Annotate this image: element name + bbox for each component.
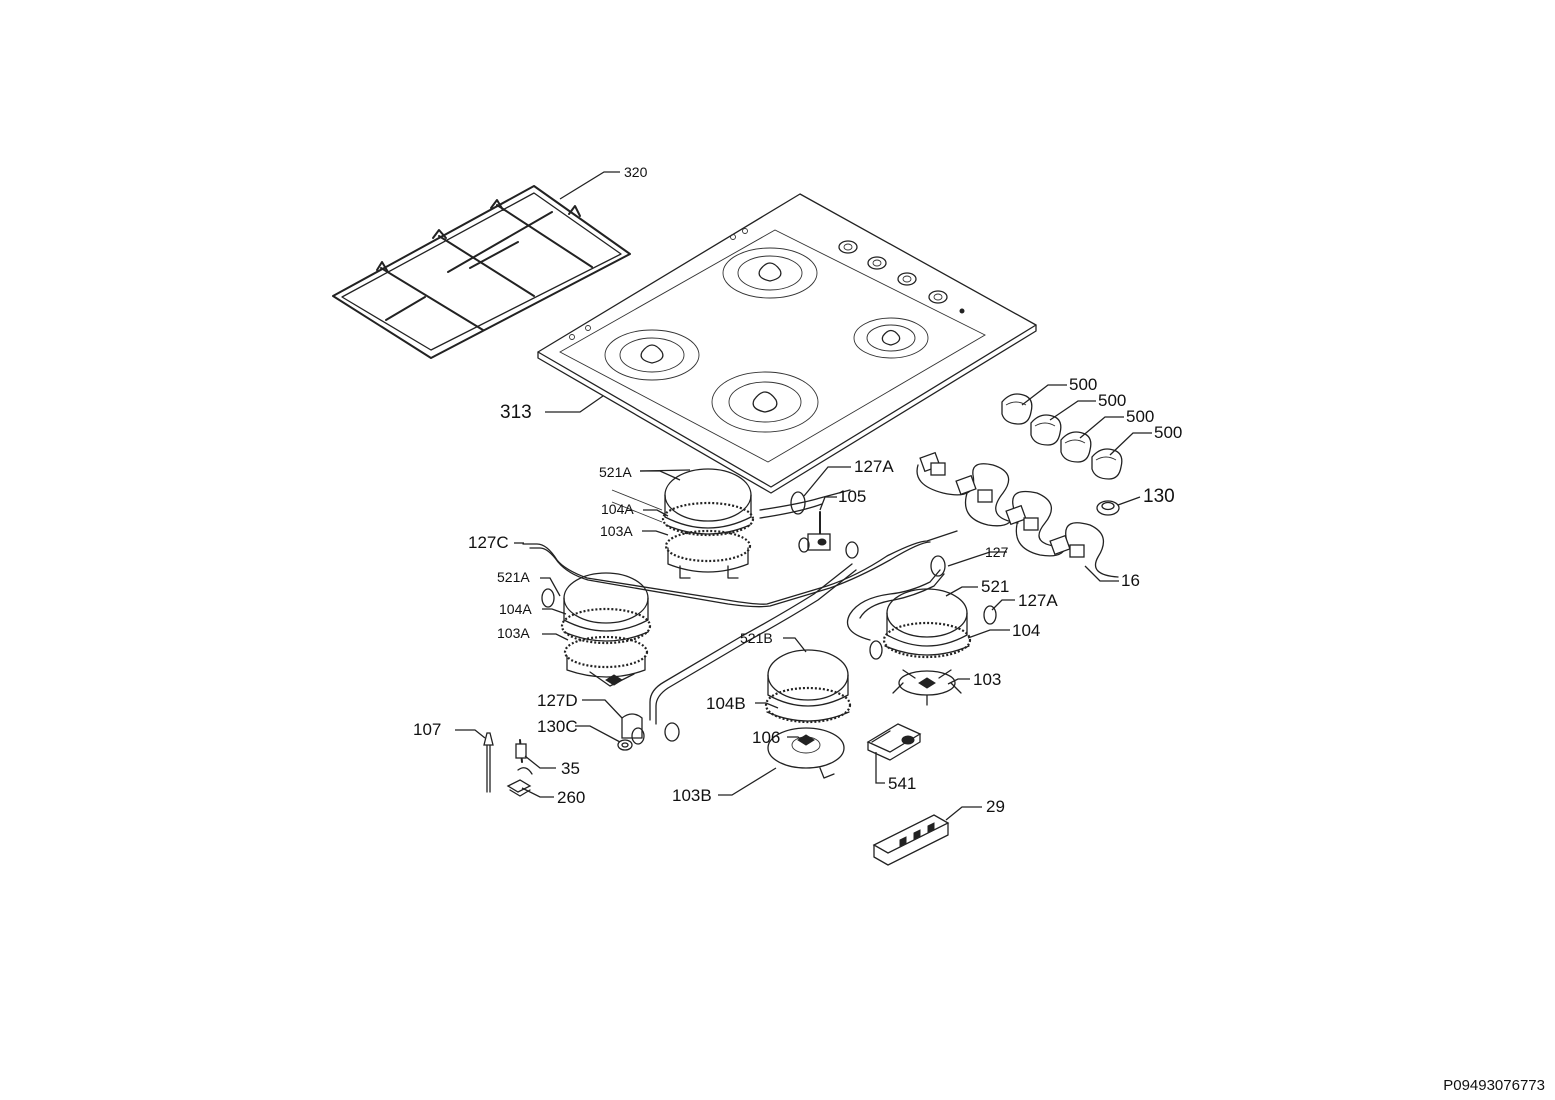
callout-127c: 127C — [468, 533, 509, 552]
callout-500-knob-2: 500 — [1098, 391, 1126, 410]
callout-29: 29 — [986, 797, 1005, 816]
callout-521a-front: 521A — [497, 569, 530, 585]
callout-104a-front: 104A — [499, 601, 532, 617]
callout-labels: 320 313 500 500 500 500 130 16 521A 104A… — [413, 164, 1182, 816]
callout-521: 521 — [981, 577, 1009, 596]
callout-130c: 130C — [537, 717, 578, 736]
callout-500-knob-4: 500 — [1154, 423, 1182, 442]
clip-260 — [506, 779, 532, 797]
ignition-generator-29 — [872, 814, 950, 866]
callout-127a-rear: 127A — [854, 457, 894, 476]
callout-127a-right: 127A — [1018, 591, 1058, 610]
callout-104b: 104B — [706, 694, 746, 713]
gas-valve-105 — [798, 511, 831, 553]
pan-support-grid — [332, 185, 631, 359]
callout-107: 107 — [413, 720, 441, 739]
spark-switch-541 — [866, 723, 922, 761]
callout-104: 104 — [1012, 621, 1040, 640]
burner-assembly-b — [764, 649, 852, 779]
callout-127: 127 — [985, 544, 1009, 560]
callout-35: 35 — [561, 759, 580, 778]
callout-260: 260 — [557, 788, 585, 807]
gas-pipes — [522, 489, 997, 742]
callout-104a-rear: 104A — [601, 501, 634, 517]
bushing-130 — [1096, 500, 1120, 516]
elbow-fitting-127d — [617, 713, 645, 751]
callout-500-knob-3: 500 — [1126, 407, 1154, 426]
callout-103a-front: 103A — [497, 625, 530, 641]
burner-assembly-a-front — [560, 572, 652, 687]
ignition-electrode-35 — [515, 739, 533, 775]
callout-127d: 127D — [537, 691, 578, 710]
thermocouple-harness — [916, 451, 1119, 578]
callout-541: 541 — [888, 774, 916, 793]
callout-320: 320 — [624, 164, 648, 180]
callout-106: 106 — [752, 728, 780, 747]
callout-103: 103 — [973, 670, 1001, 689]
callout-521a-rear: 521A — [599, 464, 632, 480]
callout-16: 16 — [1121, 571, 1140, 590]
callout-105: 105 — [838, 487, 866, 506]
burner-assembly-a-rear — [611, 468, 755, 579]
thermocouple-107 — [483, 732, 494, 793]
callout-521b: 521B — [740, 630, 773, 646]
control-knobs — [1001, 393, 1123, 480]
leader-lines — [455, 171, 1152, 821]
burner-assembly-right — [882, 588, 972, 706]
document-id: P09493076773 — [1443, 1077, 1545, 1094]
callout-103a-rear: 103A — [600, 523, 633, 539]
callout-313: 313 — [500, 402, 532, 423]
callout-103b: 103B — [672, 786, 712, 805]
callout-130: 130 — [1143, 486, 1175, 507]
callout-500-knob-1: 500 — [1069, 375, 1097, 394]
hob-top-panel — [537, 193, 1037, 494]
